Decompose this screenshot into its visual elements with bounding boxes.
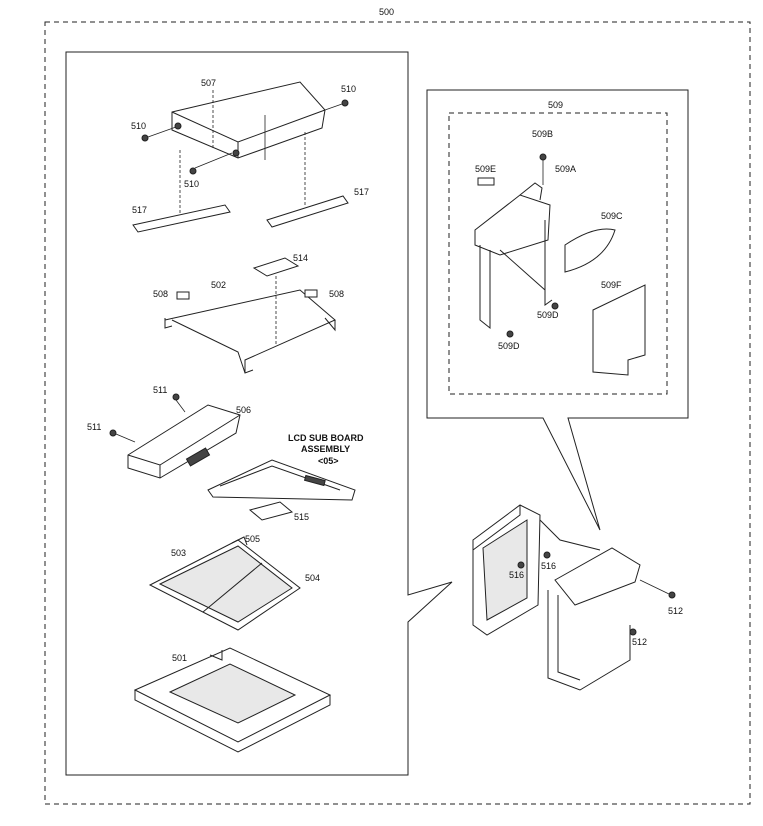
subassembly-509-frame [426, 89, 689, 531]
part-501-case [133, 647, 332, 753]
label-508-left: 508 [153, 289, 168, 299]
label-509F: 509F [601, 280, 622, 290]
assembly-500-frame [44, 21, 751, 805]
label-507: 507 [201, 78, 216, 88]
screw-512-icon [629, 579, 676, 636]
lcd-sub-board-number: <05> [318, 456, 339, 466]
part-508-clip-right [304, 289, 318, 298]
label-509A: 509A [555, 164, 576, 174]
part-508-clip-left [176, 291, 190, 300]
label-510-bottom: 510 [184, 179, 199, 189]
part-509C-film [564, 228, 616, 273]
part-503-lcd-panel [148, 536, 301, 631]
part-517-tapes [132, 132, 349, 233]
label-509D-right: 509D [537, 310, 559, 320]
part-515-sheet [248, 501, 294, 521]
label-511-top: 511 [153, 385, 167, 395]
part-509-bracket [474, 182, 553, 330]
label-512-bottom: 512 [632, 637, 647, 647]
label-503: 503 [171, 548, 186, 558]
label-515: 515 [294, 512, 309, 522]
label-509C: 509C [601, 211, 623, 221]
part-506-holder [127, 404, 241, 479]
screw-510-icon [141, 99, 349, 175]
label-508-right: 508 [329, 289, 344, 299]
label-506: 506 [236, 405, 251, 415]
label-512-right: 512 [668, 606, 683, 616]
label-509D-bottom: 509D [498, 341, 520, 351]
lcd-sub-board-title: LCD SUB BOARD [288, 433, 364, 443]
screw-509-icon [506, 153, 559, 338]
subassembly-509-label: 509 [548, 100, 563, 110]
lcd-sub-board-subtitle: ASSEMBLY [301, 444, 350, 454]
label-514: 514 [293, 253, 308, 263]
label-516-right: 516 [541, 561, 556, 571]
assembled-frame-unit [539, 519, 641, 691]
screw-511-icon [109, 393, 186, 443]
label-509E: 509E [475, 164, 496, 174]
left-view-frame [65, 51, 453, 776]
label-516-left: 516 [509, 570, 524, 580]
part-502-frame [164, 289, 336, 374]
label-510-right: 510 [341, 84, 356, 94]
label-509B: 509B [532, 129, 553, 139]
label-510-left: 510 [131, 121, 146, 131]
part-514-sheet [252, 257, 300, 277]
assembled-lcd-unit [472, 504, 541, 636]
label-517-right: 517 [354, 187, 369, 197]
lcd-sub-board-assembly [207, 459, 356, 501]
part-507-cover [171, 81, 326, 160]
assembly-500-label: 500 [379, 7, 394, 17]
label-504: 504 [305, 573, 320, 583]
subassembly-509-inner-frame [448, 112, 668, 395]
part-509E-tape [477, 177, 495, 186]
label-505: 505 [245, 534, 260, 544]
screw-516-icon [517, 551, 551, 569]
label-502: 502 [211, 280, 226, 290]
label-501: 501 [172, 653, 187, 663]
part-509F-sheet [592, 284, 646, 376]
label-511-left: 511 [87, 422, 101, 432]
label-517-left: 517 [132, 205, 147, 215]
